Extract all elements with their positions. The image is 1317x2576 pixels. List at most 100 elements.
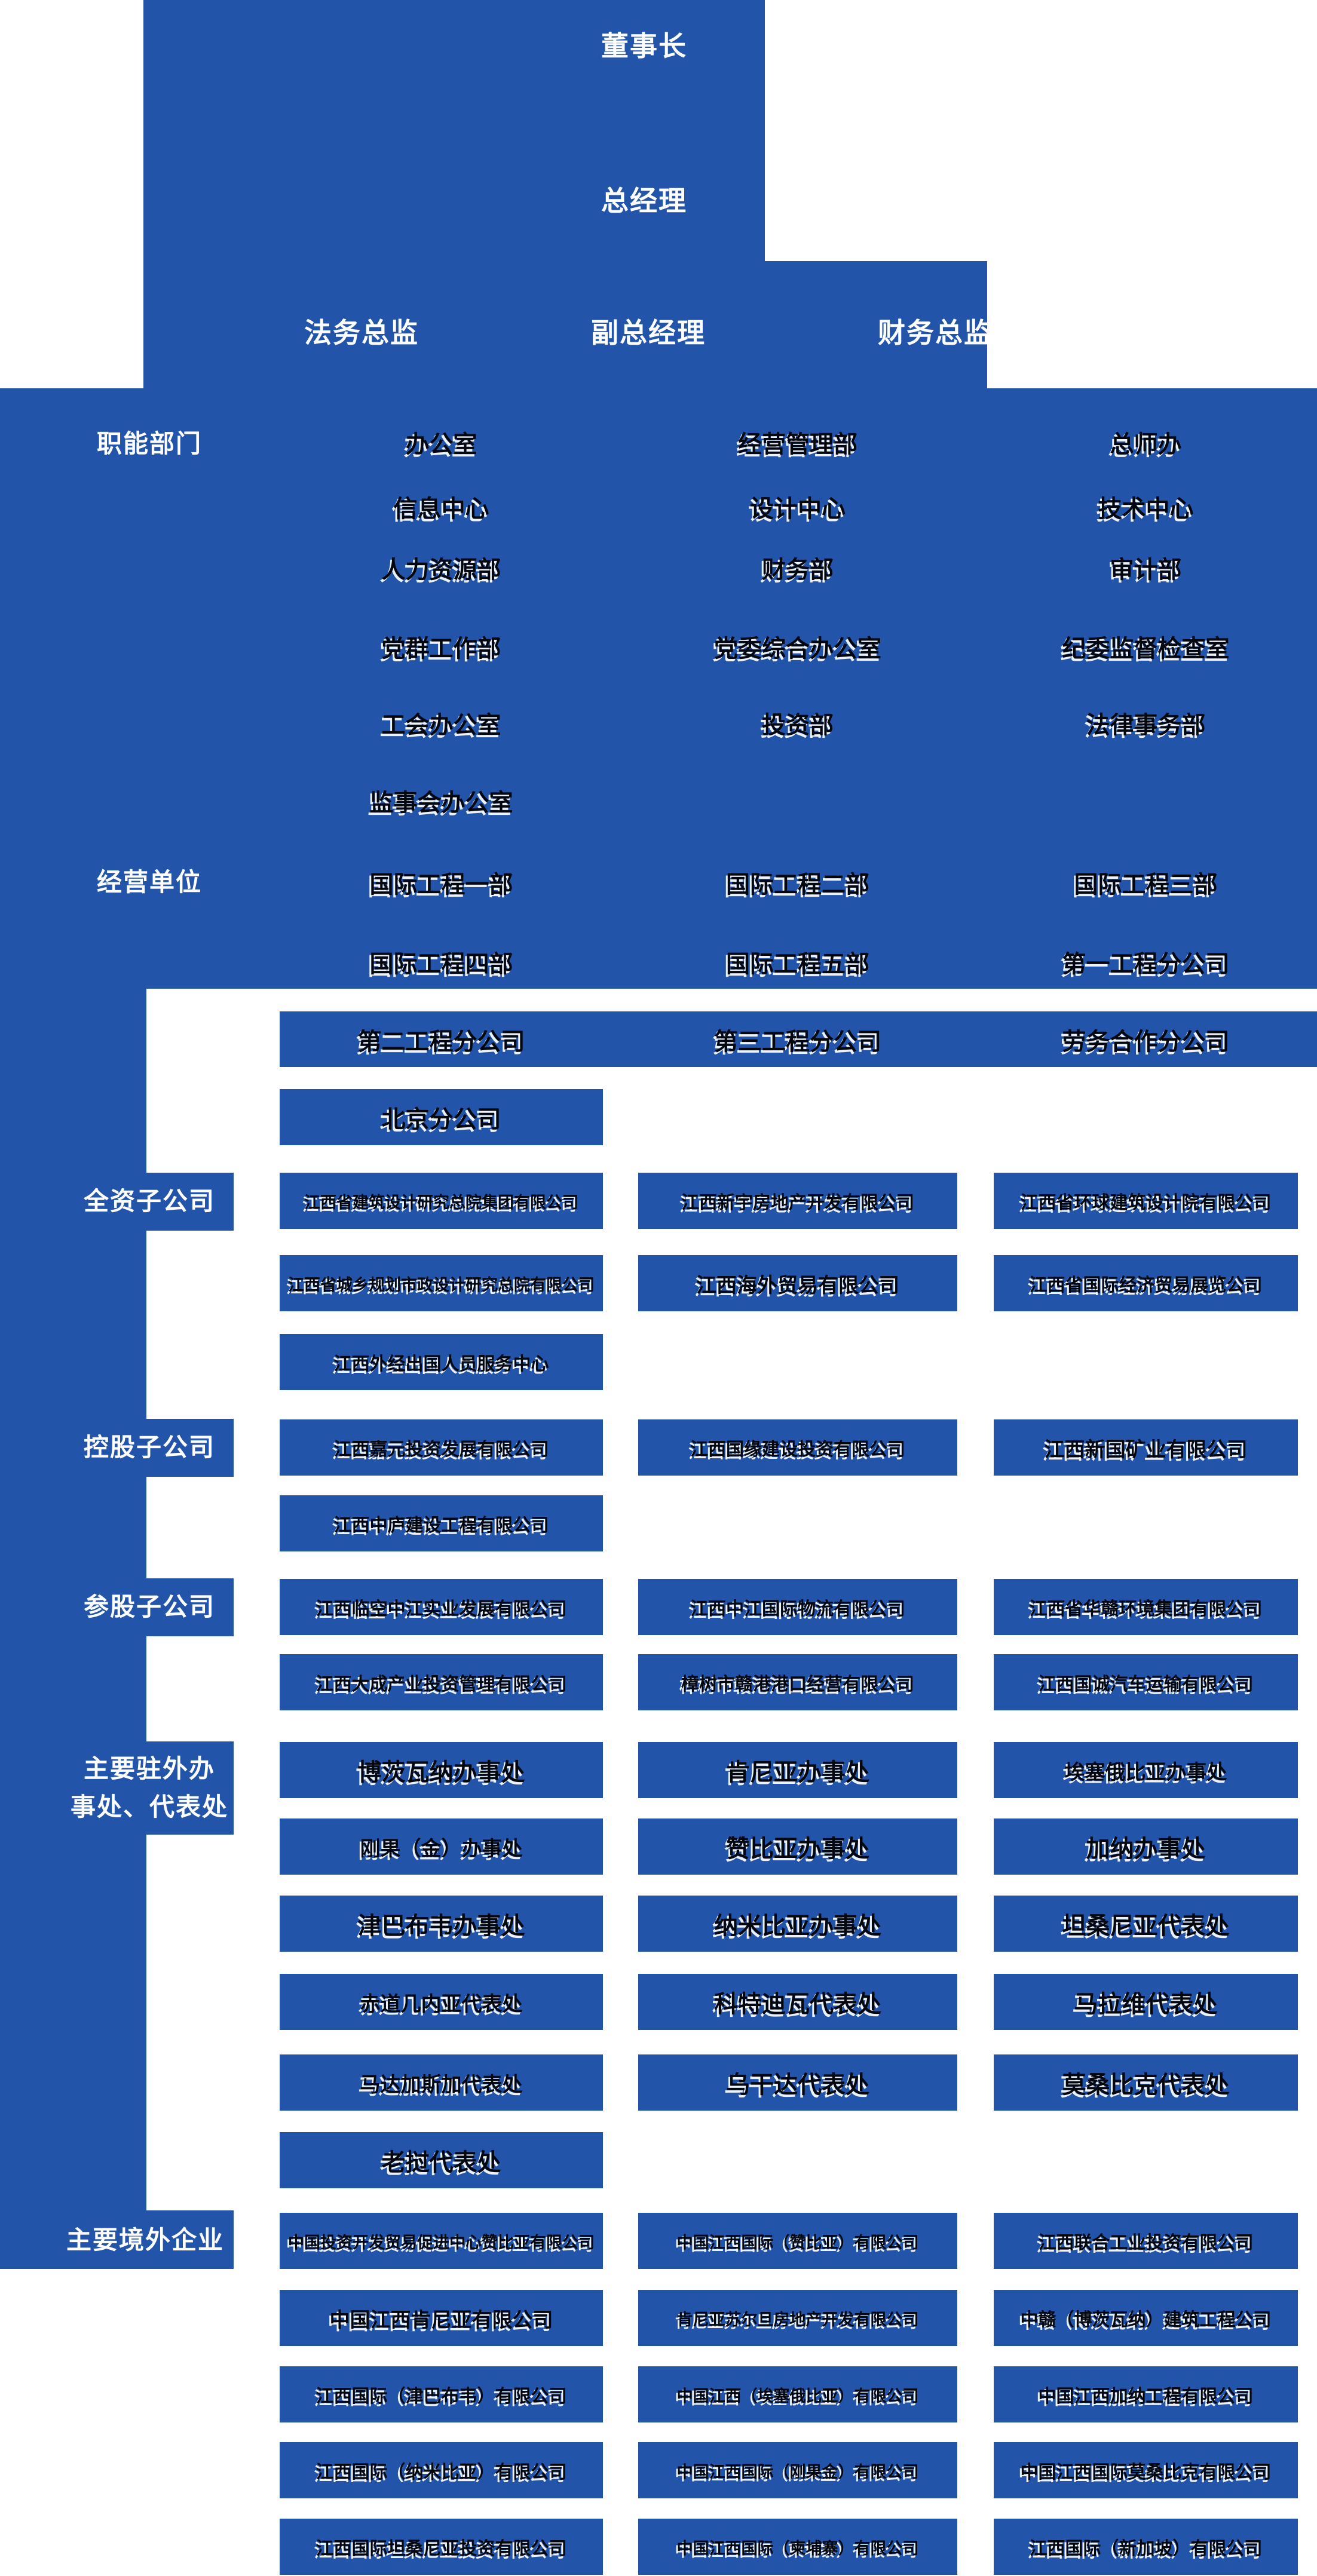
org-node: 中赣（博茨瓦纳）建筑工程公司 [994, 2290, 1298, 2346]
org-node: 中国江西国际（刚果金）有限公司 [638, 2442, 957, 2498]
org-node: 老挝代表处 [280, 2132, 603, 2188]
org-node: 马拉维代表处 [994, 1974, 1298, 2030]
general-manager-title: 总经理 [601, 185, 687, 216]
org-node-label: 投资部 [762, 712, 834, 738]
top-left-block [143, 0, 765, 388]
section-label-holding-subsidiaries: 控股子公司 [83, 1433, 216, 1461]
org-node-label: 莫桑比克代表处 [1062, 2072, 1230, 2098]
org-node-label: 中国江西国际（刚果金）有限公司 [676, 2462, 919, 2481]
org-node: 坦桑尼亚代表处 [994, 1896, 1298, 1952]
org-node: 肯尼亚苏尔旦房地产开发有限公司 [638, 2290, 957, 2346]
org-node-label: 第一工程分公司 [1062, 951, 1230, 977]
section-label-overseas-enterprises: 主要境外企业 [66, 2226, 225, 2254]
org-node-label: 江西省环球建筑设计院有限公司 [1020, 1193, 1272, 1213]
org-node: 江西新国矿业有限公司 [994, 1419, 1298, 1476]
section-label-block [0, 1578, 234, 1636]
org-node: 莫桑比克代表处 [994, 2054, 1298, 2111]
legal-director-title: 法务总监 [304, 317, 419, 348]
org-node: 津巴布韦办事处 [280, 1896, 603, 1952]
org-node: 博茨瓦纳办事处 [280, 1742, 603, 1798]
org-node-label: 法律事务部 [1086, 712, 1206, 738]
org-node-label: 马拉维代表处 [1074, 1991, 1218, 2017]
org-node: 江西中庐建设工程有限公司 [280, 1495, 603, 1551]
org-node-label: 工会办公室 [381, 712, 501, 738]
org-node: 埃塞俄比亚办事处 [994, 1742, 1298, 1798]
org-node: 科特迪瓦代表处 [638, 1974, 957, 2030]
org-node-label: 赤道几内亚代表处 [360, 1992, 523, 2016]
org-node: 江西嘉元投资发展有限公司 [280, 1419, 603, 1476]
org-node: 中国江西肯尼亚有限公司 [280, 2290, 603, 2346]
org-node-label: 江西联合工业投资有限公司 [1038, 2233, 1254, 2253]
org-node-label: 江西中庐建设工程有限公司 [333, 1516, 549, 1535]
org-node-label: 江西临空中江实业发展有限公司 [316, 1599, 567, 1619]
org-node: 中国江西（埃塞俄比亚）有限公司 [638, 2366, 957, 2422]
section-label-block [0, 1419, 234, 1477]
org-node-label: 乌干达代表处 [726, 2072, 869, 2098]
org-node: 中国投资开发贸易促进中心赞比亚有限公司 [280, 2213, 603, 2269]
org-node-label: 审计部 [1110, 557, 1182, 583]
org-node-label: 江西海外贸易有限公司 [696, 1274, 899, 1297]
section-label-minority-stake-subsidiaries: 参股子公司 [83, 1593, 216, 1621]
org-node-label: 国际工程二部 [726, 872, 869, 898]
org-node-label: 刚果（金）办事处 [360, 1837, 523, 1860]
org-node: 江西省建筑设计研究总院集团有限公司 [280, 1173, 603, 1229]
org-node: 江西国际（纳米比亚）有限公司 [280, 2442, 603, 2498]
org-node-label: 国际工程五部 [726, 951, 869, 977]
org-node-label: 博茨瓦纳办事处 [357, 1759, 525, 1786]
org-node: 江西临空中江实业发展有限公司 [280, 1579, 603, 1635]
org-node-label: 财务部 [762, 557, 834, 583]
section-label-block [0, 1173, 234, 1231]
org-node-label: 肯尼亚苏尔旦房地产开发有限公司 [676, 2310, 919, 2329]
org-node: 中国江西国际莫桑比克有限公司 [994, 2442, 1298, 2498]
org-node-label: 经营管理部 [738, 431, 857, 458]
org-node-label: 第三工程分公司 [714, 1029, 881, 1055]
org-node-label: 第二工程分公司 [357, 1029, 525, 1055]
org-node: 江西省城乡规划市政设计研究总院有限公司 [280, 1255, 603, 1311]
org-node: 江西省环球建筑设计院有限公司 [994, 1173, 1298, 1229]
org-node-label: 江西国际坦桑尼亚投资有限公司 [316, 2539, 567, 2559]
org-node-label: 办公室 [405, 431, 477, 458]
org-node: 北京分公司 [280, 1089, 603, 1145]
org-node: 江西大成产业投资管理有限公司 [280, 1654, 603, 1710]
org-node-label: 江西省国际经济贸易展览公司 [1029, 1275, 1263, 1295]
section-label-block [0, 1741, 234, 1835]
org-node-label: 科特迪瓦代表处 [714, 1991, 881, 2017]
org-node-label: 江西省建筑设计研究总院集团有限公司 [304, 1193, 578, 1212]
org-node-label: 江西中江国际物流有限公司 [690, 1599, 905, 1619]
org-node-label: 赞比亚办事处 [726, 1836, 869, 1862]
section-label-business-units: 经营单位 [96, 868, 203, 896]
org-node: 中国江西国际（赞比亚）有限公司 [638, 2213, 957, 2269]
org-node-label: 党群工作部 [381, 636, 501, 662]
org-node: 加纳办事处 [994, 1818, 1298, 1875]
department-band [0, 388, 1317, 989]
org-node: 江西海外贸易有限公司 [638, 1255, 957, 1311]
org-node-label: 肯尼亚办事处 [726, 1759, 869, 1786]
org-node-label: 江西国际（新加坡）有限公司 [1029, 2539, 1263, 2559]
chairman-title: 董事长 [601, 30, 687, 62]
org-node-label: 纪委监督检查室 [1062, 636, 1230, 662]
org-node: 中国江西国际（柬埔寨）有限公司 [638, 2519, 957, 2575]
org-node: 肯尼亚办事处 [638, 1742, 957, 1798]
org-node: 樟树市赣港港口经营有限公司 [638, 1654, 957, 1710]
org-node-label: 纳米比亚办事处 [714, 1913, 881, 1939]
org-node-wide-bar [280, 1011, 1317, 1067]
org-node-label: 马达加斯加代表处 [360, 2073, 523, 2096]
org-node-label: 劳务合作分公司 [1062, 1029, 1230, 1055]
org-node-label: 江西大成产业投资管理有限公司 [316, 1675, 567, 1694]
org-node: 乌干达代表处 [638, 2054, 957, 2111]
org-node: 江西中江国际物流有限公司 [638, 1579, 957, 1635]
org-node: 江西国际（津巴布韦）有限公司 [280, 2366, 603, 2422]
org-node: 江西国际（新加坡）有限公司 [994, 2519, 1298, 2575]
org-node: 江西国缘建设投资有限公司 [638, 1419, 957, 1476]
org-node: 赞比亚办事处 [638, 1818, 957, 1875]
finance-director-title: 财务总监 [878, 317, 993, 348]
org-node-label: 中赣（博茨瓦纳）建筑工程公司 [1020, 2310, 1272, 2330]
org-node-label: 中国江西国际莫桑比克有限公司 [1020, 2462, 1272, 2482]
org-node-label: 埃塞俄比亚办事处 [1064, 1761, 1227, 1784]
org-node-label: 总师办 [1110, 431, 1182, 458]
org-node-label: 信息中心 [393, 496, 489, 522]
deputy-general-manager-title: 副总经理 [591, 317, 706, 348]
section-label-functional-departments: 职能部门 [96, 430, 203, 458]
org-node: 刚果（金）办事处 [280, 1818, 603, 1875]
org-node-label: 设计中心 [750, 496, 846, 522]
